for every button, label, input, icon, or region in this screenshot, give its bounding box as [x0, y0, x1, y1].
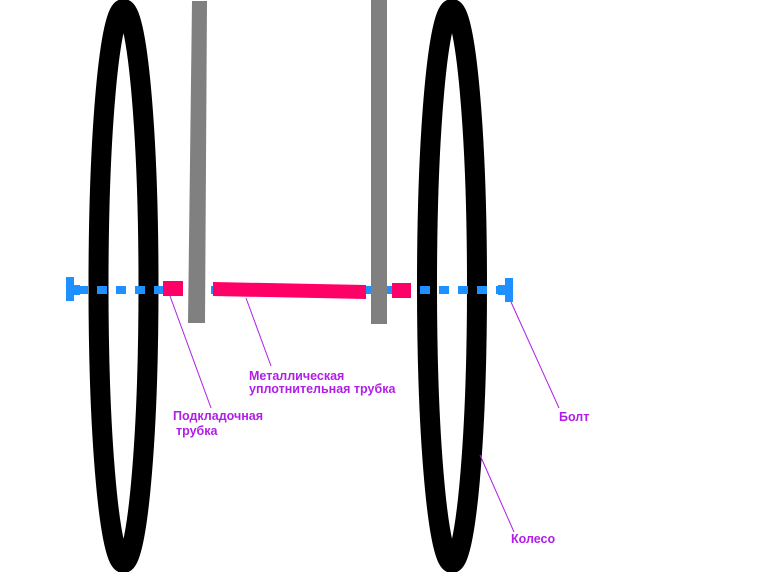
spacer-tube-left [163, 281, 183, 296]
frame-bar-right [371, 0, 387, 324]
bolt-head-right [498, 278, 513, 302]
label-bolt: Болт [559, 410, 589, 424]
label-spacer-tube-line1: Подкладочная [173, 409, 263, 423]
leader-line-bolt [510, 301, 560, 409]
frame-bar-left [188, 1, 207, 323]
leader-line-wheel [479, 454, 515, 533]
label-spacer-tube-line2: трубка [176, 424, 219, 438]
right-wheel [417, 0, 487, 572]
leader-line-metal-tube [245, 297, 272, 367]
metal-sealing-tube [213, 282, 366, 299]
leader-line-spacer-tube [169, 295, 212, 409]
bolt-head-left [66, 277, 80, 301]
label-metal-tube-line1: Металлическая [249, 369, 344, 383]
spacer-tube-right [392, 283, 411, 298]
label-metal-tube-line2: уплотнительная трубка [249, 382, 396, 396]
label-wheel: Колесо [511, 532, 555, 546]
